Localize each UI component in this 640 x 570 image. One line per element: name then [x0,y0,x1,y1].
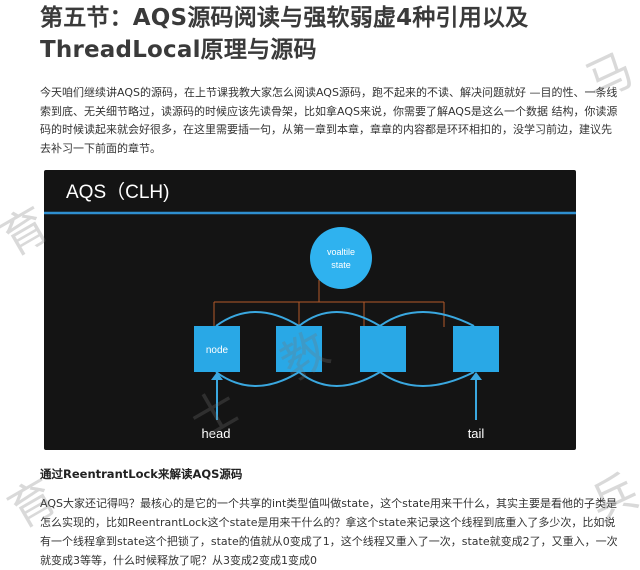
intro-paragraph: 今天咱们继续讲AQS的源码，在上节课我教大家怎么阅读AQS源码，跑不起来的不读、… [40,86,618,155]
diagram-canvas: AQS（CLH) voaltile state node [44,181,576,441]
link-arc [215,311,300,327]
queue-node [453,326,499,372]
link-arc [379,371,475,387]
article-title: 第五节：AQS源码阅读与强软弱虚4种引用以及ThreadLocal原理与源码 [40,5,529,63]
head-arrow [211,372,223,380]
link-arc [298,311,381,327]
diagram-title: AQS（CLH) [66,181,169,203]
state-node [310,227,372,289]
state-node-label-line1: voaltile [327,247,355,257]
link-arc [215,371,300,387]
head-label: head [202,426,231,441]
queue-node [276,326,322,372]
tail-label: tail [468,426,485,441]
link-arc [298,371,381,387]
queue-node [194,326,240,372]
state-node-label-line2: state [331,260,351,270]
link-arc [379,311,475,327]
section-heading: 通过ReentrantLock来解读AQS源码 [40,467,243,481]
aqs-clh-diagram: AQS（CLH) voaltile state node [44,170,576,450]
queue-node [360,326,406,372]
tail-arrow [470,372,482,380]
queue-node-label: node [206,345,229,356]
